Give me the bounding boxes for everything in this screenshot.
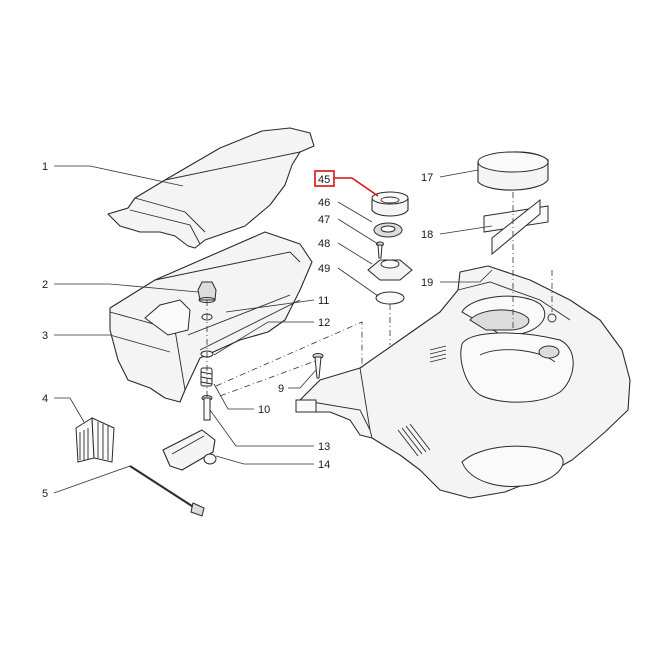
callout-5: 5 bbox=[42, 488, 48, 500]
callout-48: 48 bbox=[318, 238, 330, 250]
part-49-gasket[interactable] bbox=[375, 291, 405, 305]
callout-9: 9 bbox=[278, 383, 284, 395]
assembly-lines bbox=[206, 192, 553, 398]
callout-49: 49 bbox=[318, 263, 330, 275]
part-5-brush[interactable] bbox=[129, 465, 205, 517]
part-9-screw[interactable] bbox=[312, 353, 324, 379]
part-19-main-housing[interactable] bbox=[295, 265, 631, 499]
part-13-pin[interactable] bbox=[201, 395, 213, 421]
callout-1: 1 bbox=[42, 161, 48, 173]
callout-10: 10 bbox=[258, 404, 270, 416]
callout-13: 13 bbox=[318, 441, 330, 453]
part-48-flange[interactable] bbox=[367, 259, 413, 281]
part-47-screw[interactable] bbox=[376, 241, 384, 259]
callout-19: 19 bbox=[421, 277, 433, 289]
callout-18: 18 bbox=[421, 229, 433, 241]
part-2-knob[interactable] bbox=[197, 281, 217, 303]
callout-4: 4 bbox=[42, 393, 48, 405]
leader-lines bbox=[53, 165, 493, 494]
callout-11: 11 bbox=[318, 295, 329, 307]
part-4-booklet[interactable] bbox=[75, 417, 115, 463]
callout-47: 47 bbox=[318, 214, 330, 226]
callout-17: 17 bbox=[421, 172, 433, 184]
part-45-bushing[interactable] bbox=[371, 191, 409, 217]
callout-14: 14 bbox=[318, 459, 330, 471]
part-14-handle[interactable] bbox=[162, 429, 217, 471]
highlight-leader bbox=[334, 177, 379, 197]
part-46-seal[interactable] bbox=[373, 222, 403, 238]
callout-2: 2 bbox=[42, 279, 48, 291]
callout-45: 45 bbox=[318, 174, 330, 186]
part-1-top-cover[interactable] bbox=[107, 127, 315, 249]
part-17-cup[interactable] bbox=[477, 151, 549, 191]
highlight-callout-45 bbox=[314, 170, 379, 197]
callout-labels: 1 2 3 4 5 9 10 11 12 13 14 17 18 19 45 4… bbox=[42, 161, 433, 500]
callout-3: 3 bbox=[42, 330, 48, 342]
part-10-spring[interactable] bbox=[200, 367, 213, 387]
part-18-cross-filter[interactable] bbox=[483, 198, 549, 256]
callout-46: 46 bbox=[318, 197, 330, 209]
callout-12: 12 bbox=[318, 317, 330, 329]
